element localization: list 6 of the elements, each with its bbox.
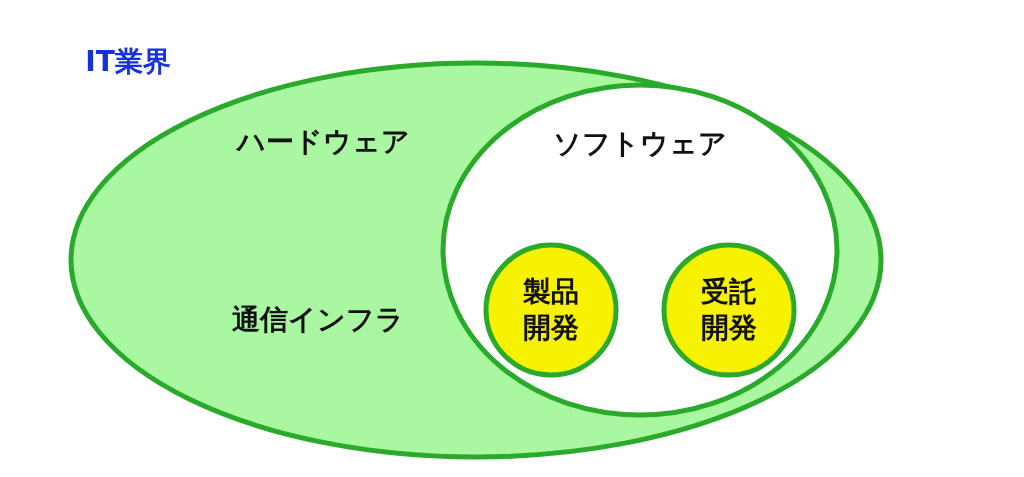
area-label: ソフトウェア bbox=[553, 126, 727, 162]
area-label: 通信インフラ bbox=[232, 302, 404, 338]
area-label: ハードウェア bbox=[236, 124, 410, 160]
category-label: 受託開発 bbox=[701, 273, 757, 346]
category-label: 製品開発 bbox=[523, 273, 579, 346]
heading: IT業界 bbox=[85, 44, 171, 80]
